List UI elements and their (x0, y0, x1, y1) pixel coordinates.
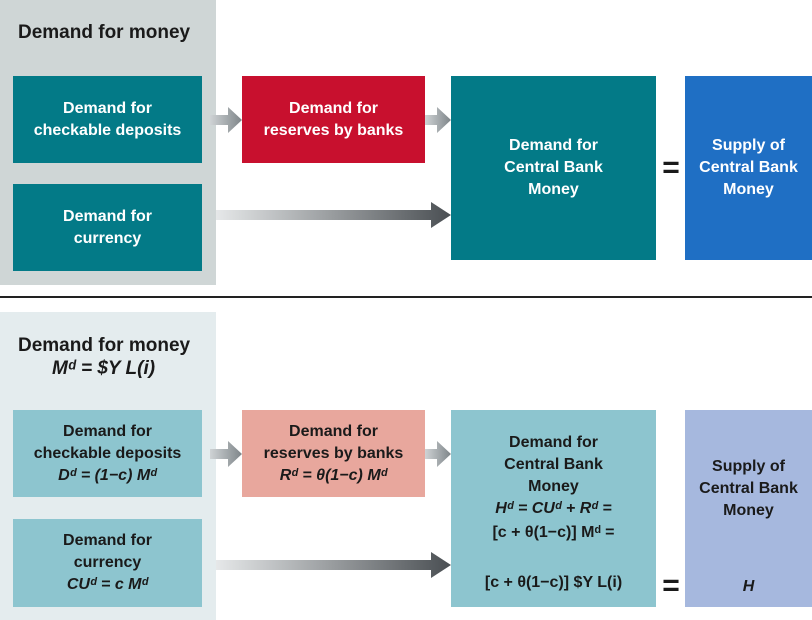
box-line: Supply of (712, 458, 785, 475)
box-line: Demand for (509, 137, 598, 154)
top-reserves-box: Demand for reserves by banks (242, 76, 425, 163)
bottom-arrow-currency-to-cbm (216, 552, 451, 578)
box-line: Demand for (63, 99, 152, 117)
box-line: currency (73, 554, 142, 571)
box-line: Money (723, 181, 774, 198)
box-line: Supply of (712, 137, 785, 154)
top-checkable-deposits-box: Demand for checkable deposits (13, 76, 202, 163)
box-line: checkable deposits (33, 444, 182, 462)
top-cbm-demand-box: Demand for Central Bank Money (451, 76, 656, 260)
cbm-formula-line-3: [c + θ(1−c)] $Y L(i) (484, 574, 623, 591)
box-line: Money (723, 502, 774, 519)
reserves-formula: Rᵈ = θ(1−c) Mᵈ (279, 466, 388, 484)
cbm-formula-line-2: [c + θ(1−c)] Mᵈ = (492, 524, 615, 541)
cbm-formula-line-1: Hᵈ = CUᵈ + Rᵈ = (495, 500, 612, 517)
box-line: reserves by banks (263, 444, 404, 462)
bottom-currency-box: Demand for currency CUᵈ = c Mᵈ (13, 519, 202, 607)
box-line: Demand for (509, 434, 598, 451)
box-line: reserves by banks (263, 121, 404, 139)
box-line: Central Bank (504, 159, 603, 176)
supply-symbol: H (742, 578, 755, 595)
top-currency-box: Demand for currency (13, 184, 202, 271)
box-line: Demand for (289, 422, 378, 440)
box-line: Demand for (63, 422, 152, 440)
bottom-checkable-deposits-box: Demand for checkable deposits Dᵈ = (1−c)… (13, 410, 202, 497)
top-equals-sign: = (662, 151, 680, 184)
box-line: Central Bank (699, 480, 798, 497)
bottom-panel-title: Demand for money (18, 335, 191, 356)
currency-formula: CUᵈ = c Mᵈ (66, 576, 149, 593)
bottom-cbm-demand-box: Demand for Central Bank Money Hᵈ = CUᵈ +… (451, 410, 656, 607)
bottom-arrow-reserves-to-cbm (425, 441, 451, 467)
top-arrow-currency-to-cbm (216, 202, 451, 228)
box-line: Central Bank (699, 159, 798, 176)
box-line: Central Bank (504, 456, 603, 473)
bottom-cbm-supply-box: Supply of Central Bank Money H (685, 410, 812, 607)
box-line: Demand for (63, 207, 152, 225)
box-line: Demand for (63, 532, 152, 549)
box-line: Demand for (289, 99, 378, 117)
bottom-equals-sign: = (662, 569, 680, 602)
bottom-reserves-box: Demand for reserves by banks Rᵈ = θ(1−c)… (242, 410, 425, 497)
checkable-formula: Dᵈ = (1−c) Mᵈ (58, 466, 157, 484)
box-line: currency (73, 229, 142, 247)
box-line: Money (528, 181, 579, 198)
bottom-arrow-checkable-to-reserves (210, 441, 242, 467)
bottom-panel-formula: Mᵈ = $Y L(i) (52, 358, 156, 379)
section-divider (0, 296, 812, 298)
top-arrow-reserves-to-cbm (425, 107, 451, 133)
box-line: Money (528, 478, 579, 495)
top-cbm-supply-box: Supply of Central Bank Money (685, 76, 812, 260)
top-arrow-checkable-to-reserves (210, 107, 242, 133)
top-panel-title: Demand for money (18, 22, 191, 43)
box-line: checkable deposits (33, 121, 182, 139)
